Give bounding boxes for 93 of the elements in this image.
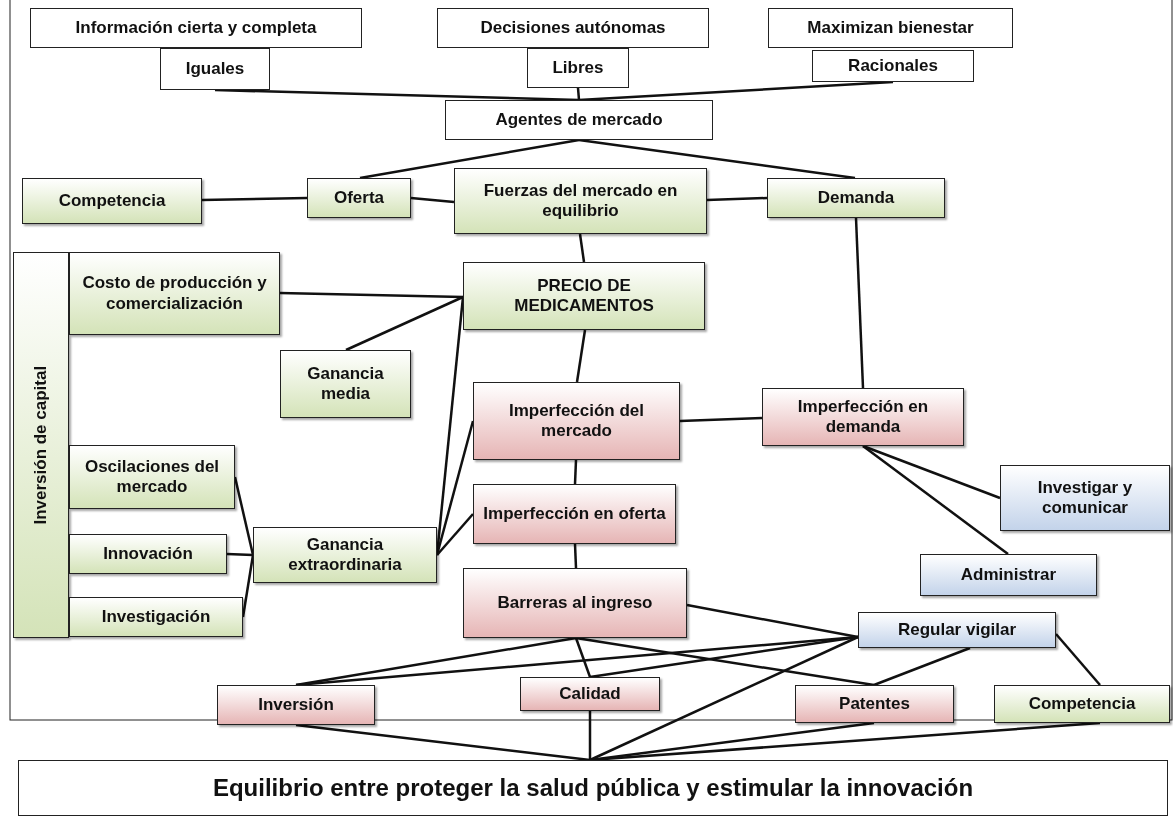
connector-line bbox=[359, 138, 580, 180]
concept-box bbox=[858, 612, 1056, 648]
connector-line bbox=[435, 420, 475, 556]
connector-line bbox=[575, 636, 875, 687]
concept-label: Racionales bbox=[848, 55, 938, 77]
concept-box bbox=[280, 350, 411, 418]
concept-box bbox=[463, 262, 705, 330]
connector-line bbox=[589, 635, 859, 762]
connector-line bbox=[578, 233, 586, 263]
concept-box bbox=[69, 445, 235, 509]
concept-box bbox=[253, 527, 437, 583]
concept-label: Maximizan bienestar bbox=[807, 17, 974, 39]
connector-line bbox=[854, 217, 865, 389]
connector-line bbox=[578, 138, 856, 180]
concept-label: Inversión de capital bbox=[30, 365, 51, 525]
connector-line bbox=[295, 636, 577, 687]
connector-line bbox=[436, 513, 474, 556]
concept-box bbox=[520, 677, 660, 711]
concept-label: Fuerzas del mercado en equilibrio bbox=[482, 180, 679, 222]
connector-line bbox=[576, 87, 581, 101]
concept-box bbox=[768, 8, 1013, 48]
concept-box bbox=[473, 382, 680, 460]
concept-box bbox=[920, 554, 1097, 596]
concept-label: PRECIO DE MEDICAMENTOS bbox=[513, 275, 655, 317]
concept-label: Libres bbox=[552, 57, 604, 79]
concept-label: Demanda bbox=[817, 187, 895, 209]
concept-box bbox=[69, 252, 280, 335]
concept-box bbox=[22, 178, 202, 224]
concept-label: Oscilaciones del mercado bbox=[83, 456, 221, 498]
connector-line bbox=[573, 459, 578, 485]
concept-label: Investigar y comunicar bbox=[1036, 477, 1134, 519]
concept-box bbox=[795, 685, 954, 723]
concept-box bbox=[1000, 465, 1170, 531]
concept-box bbox=[160, 48, 270, 90]
concept-box bbox=[69, 534, 227, 574]
concept-label: Competencia bbox=[1028, 693, 1136, 715]
concept-label: Inversión bbox=[258, 694, 334, 716]
concept-box bbox=[762, 388, 964, 446]
concept-box bbox=[527, 48, 629, 88]
concept-label: Investigación bbox=[101, 606, 211, 628]
concept-box bbox=[69, 597, 243, 637]
connector-line bbox=[345, 295, 464, 352]
connector-line bbox=[574, 637, 592, 678]
connector-line bbox=[279, 291, 464, 299]
concept-label: Calidad bbox=[559, 683, 621, 705]
concept-label: Costo de producción y comercialización bbox=[81, 273, 268, 314]
concept-label: Decisiones autónomas bbox=[480, 17, 666, 39]
concept-box bbox=[473, 484, 676, 544]
concept-box bbox=[30, 8, 362, 48]
connector-line bbox=[578, 80, 894, 102]
concept-label: Competencia bbox=[58, 190, 166, 212]
connector-line bbox=[295, 723, 591, 762]
concept-label: Imperfección en oferta bbox=[483, 503, 666, 525]
connector-line bbox=[573, 543, 578, 569]
concept-label: Innovación bbox=[103, 543, 193, 565]
connector-line bbox=[201, 196, 308, 202]
connector-line bbox=[588, 711, 592, 760]
concept-box bbox=[812, 50, 974, 82]
concept-label: Agentes de mercado bbox=[495, 109, 663, 131]
concept-box bbox=[445, 100, 713, 140]
concept-label: Información cierta y completa bbox=[75, 17, 317, 39]
connector-line bbox=[873, 646, 971, 687]
concept-box bbox=[454, 168, 707, 234]
concept-label: Oferta bbox=[333, 187, 385, 209]
concept-label: Patentes bbox=[839, 693, 910, 715]
concept-box bbox=[217, 685, 375, 725]
concept-box bbox=[307, 178, 411, 218]
concept-label: Imperfección del mercado bbox=[507, 400, 646, 442]
connector-line bbox=[679, 416, 763, 423]
concept-label: Iguales bbox=[185, 58, 245, 80]
side-band bbox=[13, 252, 69, 638]
concept-label: Imperfección en demanda bbox=[796, 396, 930, 438]
connector-line bbox=[233, 476, 255, 556]
concept-box bbox=[437, 8, 709, 48]
connector-line bbox=[214, 88, 580, 102]
concept-label: Equilibrio entre proteger la salud pública y estimular la innovación bbox=[212, 773, 974, 803]
connector-line bbox=[226, 552, 254, 557]
concept-box bbox=[18, 760, 1168, 816]
concept-label: Ganancia media bbox=[306, 363, 385, 405]
concept-box bbox=[463, 568, 687, 638]
connector-line bbox=[589, 635, 859, 679]
concept-label: Regular vigilar bbox=[897, 619, 1017, 641]
connector-line bbox=[241, 554, 255, 618]
concept-box bbox=[994, 685, 1170, 723]
connector-line bbox=[1055, 633, 1101, 686]
connector-line bbox=[706, 196, 768, 202]
connector-line bbox=[575, 329, 587, 383]
concept-label: Ganancia extraordinaria bbox=[287, 534, 403, 576]
connector-line bbox=[410, 196, 455, 204]
concept-label: Administrar bbox=[960, 564, 1057, 586]
connector-line bbox=[686, 603, 859, 639]
concept-box bbox=[767, 178, 945, 218]
concept-label: Barreras al ingreso bbox=[497, 592, 653, 614]
